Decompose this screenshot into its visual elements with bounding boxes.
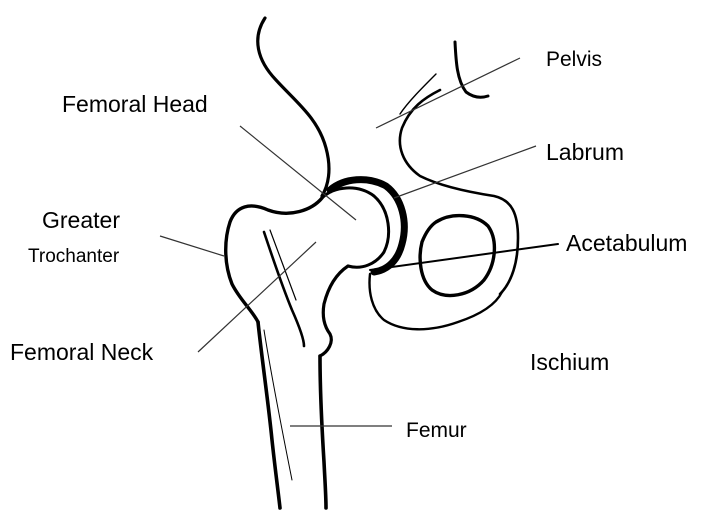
label-femoral-head: Femoral Head (62, 91, 208, 117)
leader-greater-trochanter (160, 236, 224, 256)
label-trochanter: Trochanter (28, 246, 120, 267)
label-greater: Greater (42, 207, 120, 233)
label-femoral-neck: Femoral Neck (10, 339, 154, 365)
femoral-neck-lower (320, 266, 348, 356)
leader-pelvis (376, 58, 520, 128)
pelvis-outline (455, 42, 488, 97)
femur-lateral-outline (258, 322, 280, 508)
femur-medial-outline (320, 356, 326, 508)
label-pelvis: Pelvis (546, 48, 602, 71)
obturator-foramen (420, 216, 494, 296)
label-labrum: Labrum (546, 139, 624, 165)
label-ischium: Ischium (530, 349, 609, 375)
label-femur: Femur (406, 419, 467, 442)
leader-femoral-neck (198, 242, 316, 352)
label-acetabulum: Acetabulum (566, 230, 687, 256)
femur-inner-line (264, 232, 304, 346)
